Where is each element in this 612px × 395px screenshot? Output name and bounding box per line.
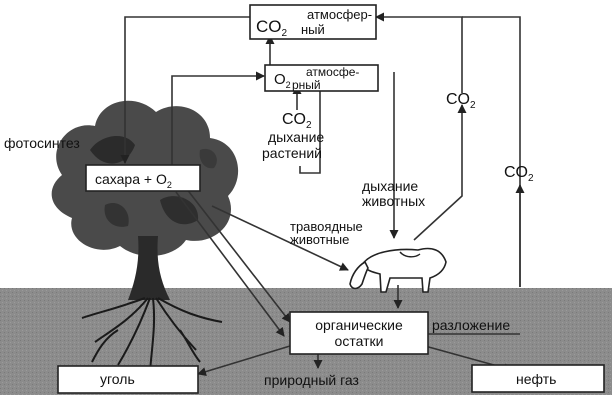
o2-subscript: 2 [286, 80, 291, 90]
natural-gas-label: природный газ [264, 372, 359, 388]
arrow-co2-right-to-atmosphere [376, 17, 462, 93]
co2-plant-label: CO2 [282, 111, 312, 131]
arrow-animals-to-co2 [414, 105, 462, 240]
co2-decomposition-label: CO2 [504, 164, 534, 184]
oil-label: нефть [516, 371, 556, 387]
co2-symbol: CO [256, 17, 282, 36]
arrow-decomposition-to-atmosphere [462, 17, 520, 287]
co2-subscript: 2 [282, 28, 288, 39]
plant-respiration-text-1: дыхание [268, 129, 324, 145]
o2-atmospheric-text-1: атмосфе- [306, 65, 359, 79]
organic-remains-text-2: остатки [335, 333, 384, 349]
plant-respiration-text-2: растений [262, 145, 322, 161]
coal-label: уголь [100, 371, 135, 387]
co2-atmospheric-text-2: ный [301, 22, 325, 37]
o2-atmospheric-text-2: рный [292, 78, 321, 92]
organic-remains-text-1: органические [315, 317, 403, 333]
herbivores-text-2: животные [290, 232, 349, 247]
photosynthesis-label: фотосинтез [4, 135, 80, 151]
decomposition-label: разложение [432, 317, 510, 333]
co2-atmospheric-text-1: атмосфер- [307, 7, 372, 22]
animal-respiration-text-1: дыхание [362, 178, 418, 194]
co2-animals-label: CO2 [446, 91, 476, 111]
o2-symbol: O [274, 71, 286, 88]
animal-respiration-text-2: животных [362, 193, 425, 209]
